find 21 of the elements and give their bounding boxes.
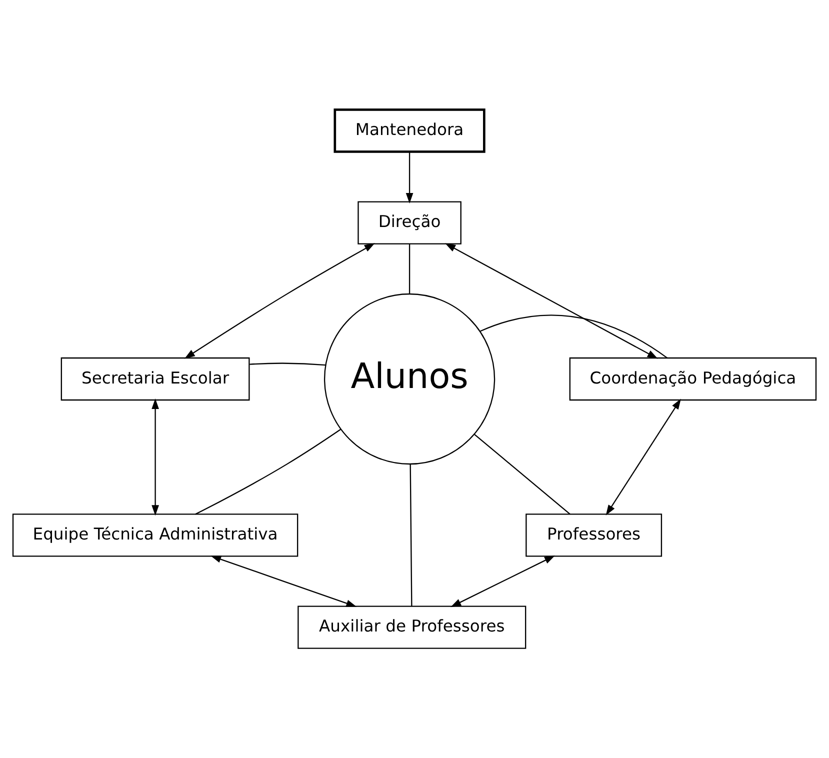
connector — [410, 464, 412, 606]
node-box: Auxiliar de Professores — [298, 606, 526, 649]
arrow — [445, 243, 658, 359]
arrow — [450, 556, 556, 608]
arrow — [184, 243, 375, 359]
arrow — [406, 152, 414, 204]
connector — [474, 434, 570, 515]
node-box: Equipe Técnica Administrativa — [12, 514, 298, 557]
node-box: Mantenedora — [334, 108, 486, 153]
node-box: Professores — [526, 514, 662, 557]
connector — [250, 362, 326, 366]
node-box: Direção — [358, 201, 462, 244]
arrow — [210, 556, 357, 607]
node-circle: Alunos — [324, 293, 496, 465]
connector — [408, 244, 410, 294]
connector — [480, 314, 668, 358]
node-box: Secretaria Escolar — [60, 357, 250, 401]
connector — [195, 428, 342, 515]
node-box: Coordenação Pedagógica — [569, 357, 817, 401]
arrow — [152, 398, 159, 516]
arrow — [606, 398, 681, 516]
